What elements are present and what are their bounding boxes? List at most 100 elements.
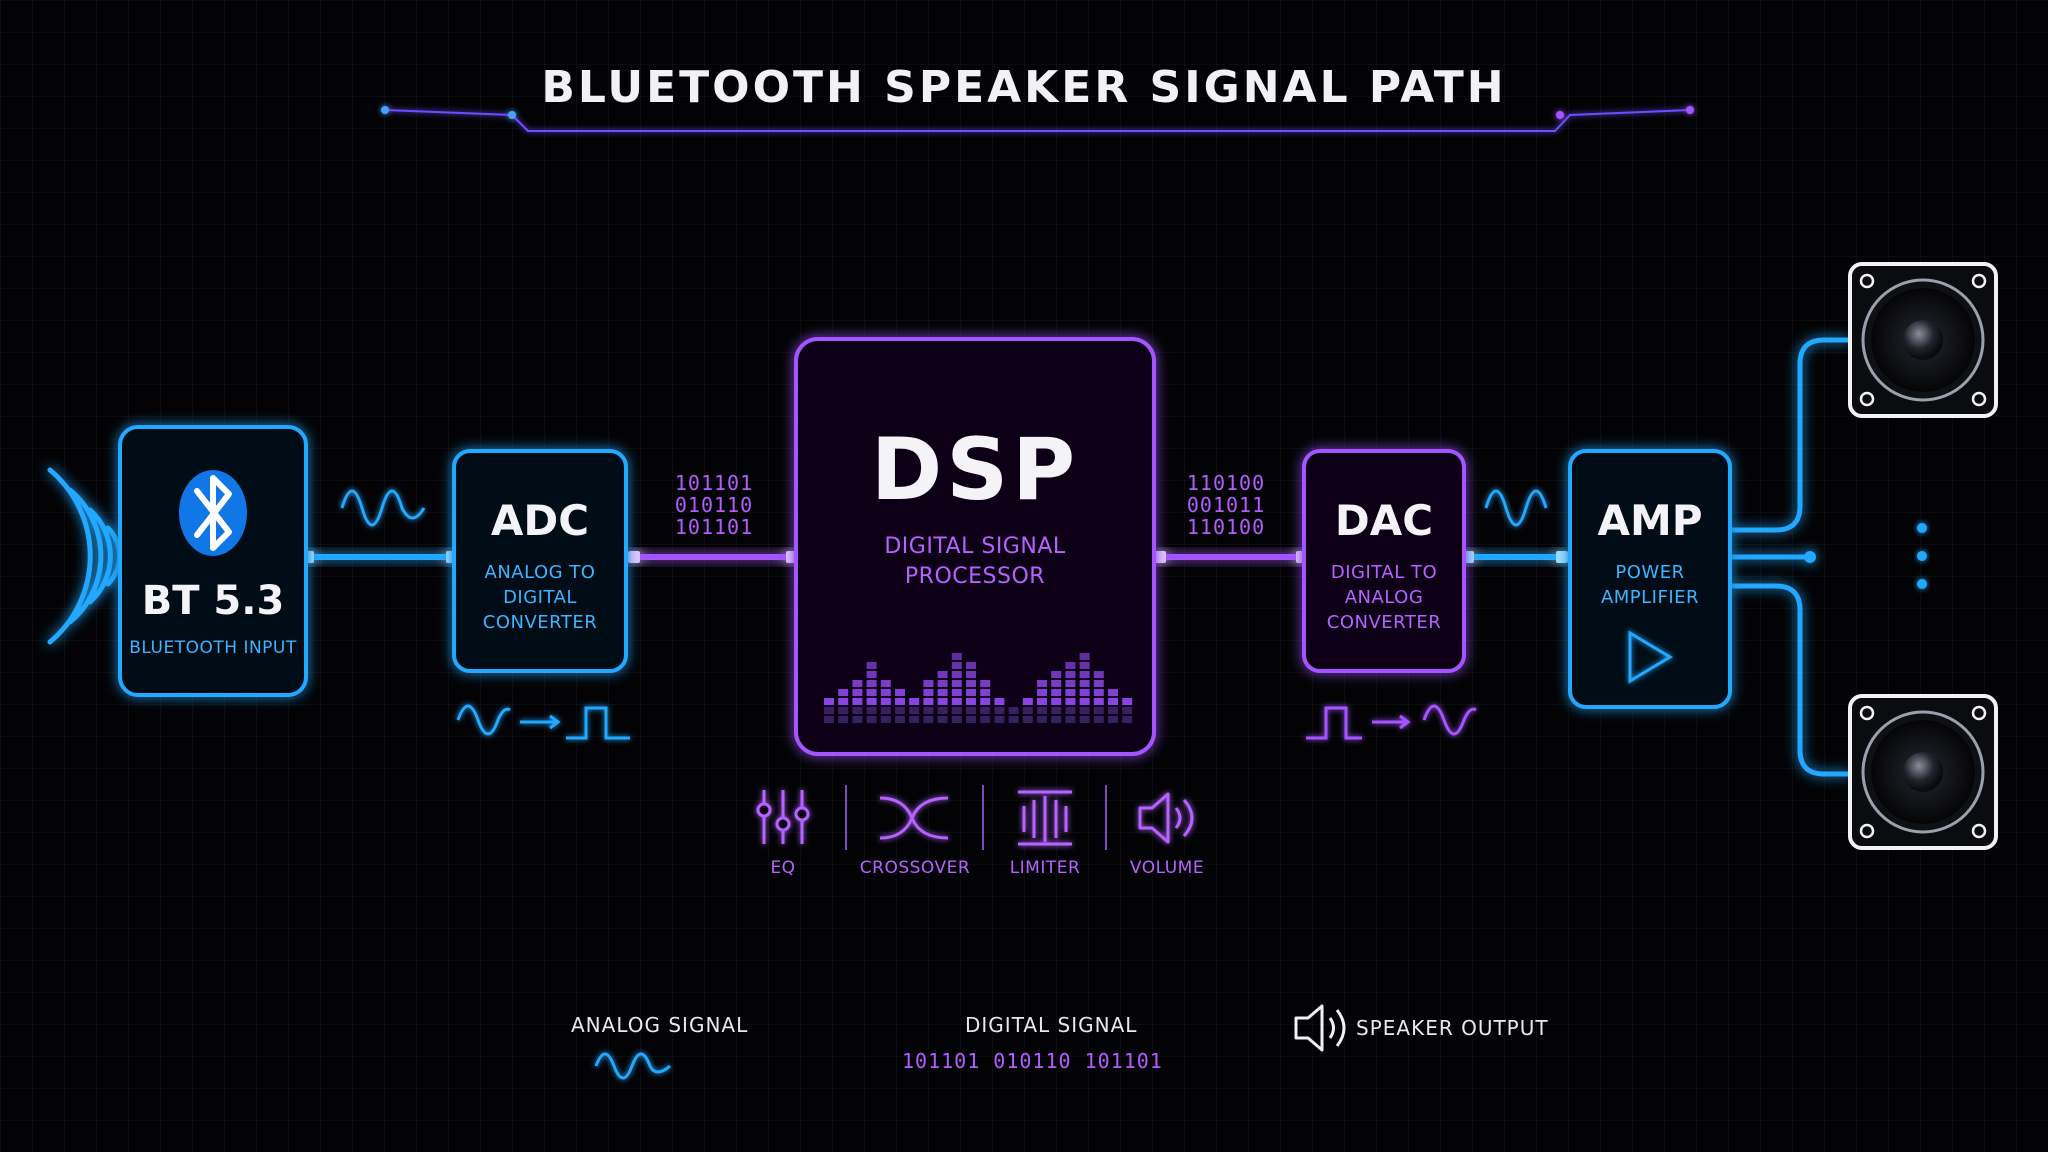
spectrum-cell — [966, 689, 976, 696]
spectrum-cell — [838, 716, 849, 723]
spectrum-cell — [937, 671, 948, 678]
spectrum-cell — [923, 716, 934, 723]
spectrum-cell — [880, 707, 891, 714]
tool-label-eq: EQ — [770, 858, 796, 878]
title-decoration — [381, 106, 1694, 132]
speaker-bottom — [1848, 694, 1998, 850]
spectrum-cell — [852, 689, 863, 696]
spectrum-cell — [951, 707, 962, 714]
spectrum-cell — [824, 707, 834, 714]
spectrum-cell — [994, 698, 1005, 705]
spectrum-cell — [1022, 698, 1033, 705]
spectrum-cell — [1051, 716, 1062, 723]
spectrum-cell — [980, 698, 991, 705]
analog-to-digital-icon — [456, 704, 630, 740]
crossover-icon — [879, 796, 949, 840]
spectrum-cell — [852, 698, 863, 705]
amp-line-1: POWER — [1615, 562, 1685, 583]
volume-icon — [1138, 792, 1194, 844]
spectrum-cell — [1051, 680, 1062, 687]
analog-link-dac-amp — [1462, 551, 1568, 563]
dsp-line-1: DIGITAL SIGNAL — [884, 534, 1066, 559]
spectrum-cell — [824, 716, 834, 723]
spectrum-cell — [1079, 671, 1090, 678]
adc-block-title: ADC — [490, 496, 590, 545]
legend-analog-wave-icon — [594, 1052, 671, 1080]
amp-block — [1568, 449, 1732, 709]
binary-right-1: 110100 — [1186, 471, 1266, 495]
limiter-icon — [1018, 790, 1072, 846]
analog-wave-icon-2 — [1484, 489, 1548, 527]
spectrum-cell — [1051, 707, 1062, 714]
spectrum-cell — [1122, 716, 1133, 723]
spectrum-cell — [838, 707, 849, 714]
spectrum-cell — [866, 716, 877, 723]
binary-left-2: 010110 — [674, 493, 754, 517]
spectrum-cell — [1079, 716, 1090, 723]
page-title: BLUETOOTH SPEAKER SIGNAL PATH — [541, 62, 1507, 113]
speaker-output-wiring — [1730, 337, 1850, 777]
amp-line-2: AMPLIFIER — [1600, 587, 1700, 608]
binary-left-3: 101101 — [674, 515, 754, 539]
spectrum-cell — [1065, 707, 1076, 714]
spectrum-cell — [1051, 671, 1062, 678]
spectrum-cell — [966, 680, 976, 687]
spectrum-cell — [1037, 707, 1047, 714]
spectrum-cell — [1093, 689, 1104, 696]
spectrum-cell — [866, 671, 877, 678]
spectrum-cell — [937, 680, 948, 687]
binary-right-2: 001011 — [1186, 493, 1266, 517]
spectrum-cell — [1037, 680, 1047, 687]
spectrum-cell — [937, 689, 948, 696]
spectrum-cell — [852, 680, 863, 687]
spectrum-cell — [1065, 680, 1076, 687]
spectrum-cell — [923, 689, 934, 696]
dac-block-title: DAC — [1334, 496, 1434, 545]
spectrum-cell — [951, 662, 962, 669]
adc-line-2: DIGITAL — [503, 587, 577, 608]
spectrum-cell — [909, 716, 920, 723]
spectrum-cell — [1093, 680, 1104, 687]
spectrum-cell — [1065, 698, 1076, 705]
tool-label-volume: VOLUME — [1129, 858, 1205, 878]
spectrum-cell — [937, 698, 948, 705]
analog-link-bt-adc — [302, 551, 458, 563]
spectrum-cell — [866, 662, 877, 669]
spectrum-cell — [866, 680, 877, 687]
spectrum-cell — [1093, 716, 1104, 723]
spectrum-cell — [980, 707, 991, 714]
dsp-block — [794, 337, 1156, 756]
spectrum-cell — [966, 716, 976, 723]
spectrum-cell — [1037, 689, 1047, 696]
spectrum-cell — [951, 716, 962, 723]
spectrum-cell — [1079, 653, 1090, 660]
speaker-top — [1848, 262, 1998, 418]
spectrum-cell — [1051, 698, 1062, 705]
spectrum-cell — [966, 671, 976, 678]
spectrum-cell — [923, 707, 934, 714]
spectrum-cell — [866, 689, 877, 696]
spectrum-cell — [1065, 671, 1076, 678]
dac-line-1: DIGITAL TO — [1330, 562, 1438, 583]
amp-block-title: AMP — [1597, 496, 1703, 545]
spectrum-cell — [951, 698, 962, 705]
spectrum-cell — [1108, 716, 1118, 723]
spectrum-cell — [951, 680, 962, 687]
digital-link-dsp-dac — [1154, 551, 1308, 563]
dac-line-3: CONVERTER — [1326, 612, 1442, 633]
spectrum-cell — [895, 716, 905, 723]
spectrum-cell — [1079, 698, 1090, 705]
spectrum-cell — [1122, 698, 1133, 705]
spectrum-cell — [923, 698, 934, 705]
spectrum-cell — [980, 689, 991, 696]
spectrum-cell — [866, 707, 877, 714]
dsp-spectrum-bars — [824, 653, 1133, 723]
spectrum-cell — [838, 689, 849, 696]
spectrum-cell — [1065, 662, 1076, 669]
legend-digital-sample: 101101 010110 101101 — [902, 1049, 1163, 1073]
spectrum-cell — [966, 707, 976, 714]
bluetooth-icon — [179, 470, 247, 556]
spectrum-cell — [866, 698, 877, 705]
spectrum-cell — [1093, 671, 1104, 678]
spectrum-cell — [1108, 707, 1118, 714]
